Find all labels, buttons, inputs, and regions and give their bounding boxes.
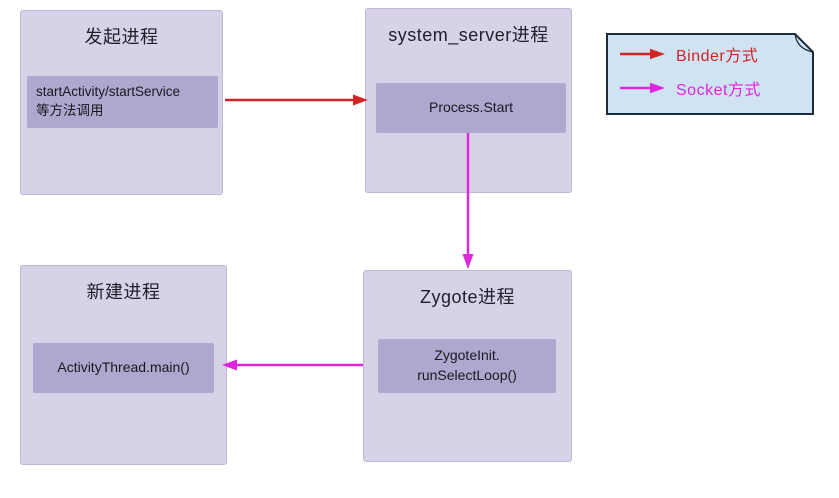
process-box-system-server: system_server进程 Process.Start	[365, 8, 572, 193]
process-box-new-process: 新建进程 ActivityThread.main()	[20, 265, 227, 465]
legend-item-socket: Socket方式	[618, 77, 761, 99]
node-start-activity-call: startActivity/startService 等方法调用	[27, 76, 218, 128]
legend-item-binder: Binder方式	[618, 43, 758, 65]
arrow-binder-start-request	[225, 94, 368, 106]
arrow-head	[462, 254, 474, 269]
legend: Binder方式 Socket方式	[606, 33, 814, 115]
legend-label-binder: Binder方式	[676, 48, 759, 65]
process-box-zygote: Zygote进程 ZygoteInit. runSelectLoop()	[363, 270, 572, 462]
node-activity-thread-main: ActivityThread.main()	[33, 343, 214, 393]
process-title-initiator: 发起进程	[84, 27, 159, 47]
process-title-new-process: 新建进程	[86, 282, 161, 302]
process-title-zygote: Zygote进程	[419, 287, 516, 307]
legend-label-socket: Socket方式	[676, 82, 761, 99]
process-box-initiator: 发起进程 startActivity/startService 等方法调用	[20, 10, 223, 195]
socket-arrow-icon	[620, 82, 665, 94]
node-zygote-init-loop: ZygoteInit. runSelectLoop()	[378, 339, 556, 393]
process-title-system-server: system_server进程	[388, 25, 549, 45]
arrow-socket-new-process-main	[222, 359, 363, 371]
binder-arrow-icon	[620, 48, 665, 60]
legend-fold-crease-icon	[794, 33, 814, 53]
node-process-start: Process.Start	[376, 83, 566, 133]
